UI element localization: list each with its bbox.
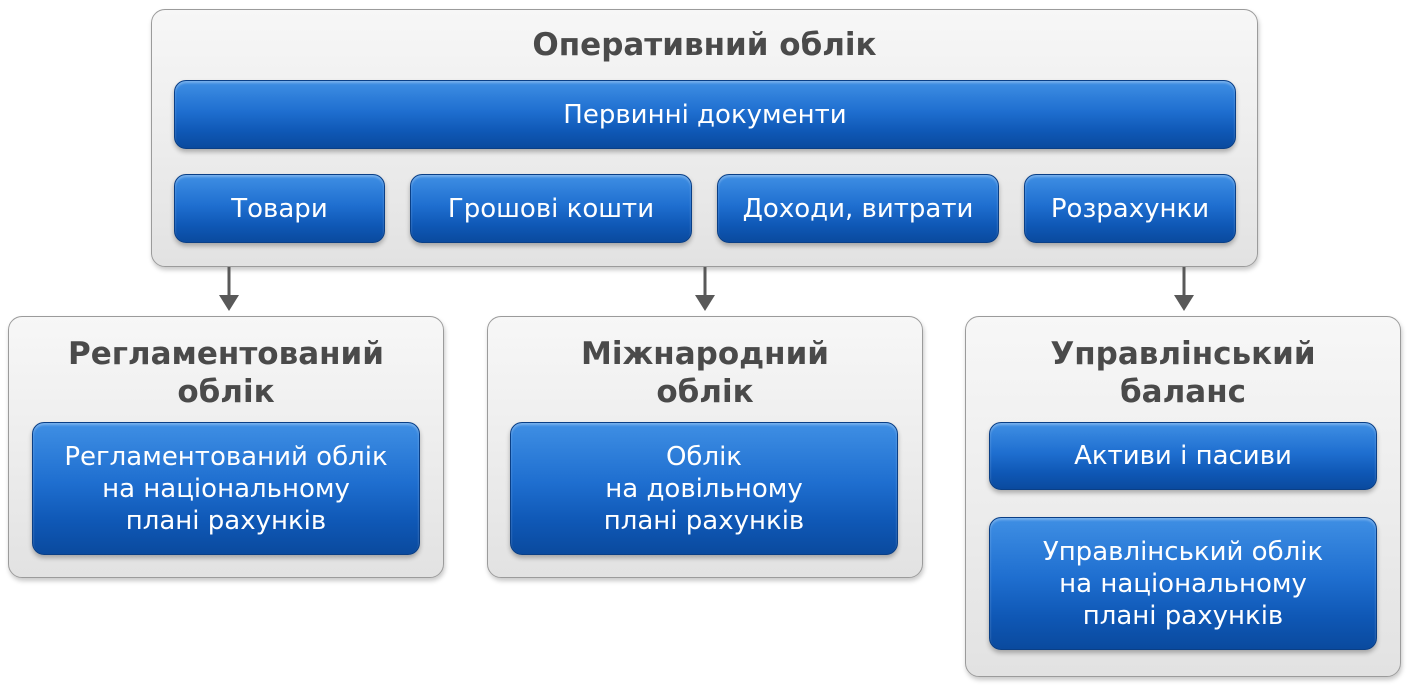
regulated-national-chart-box: Регламентований облік на національному п…: [32, 422, 420, 555]
arbitrary-chart-box: Облік на довільному плані рахунків: [510, 422, 898, 555]
arrow-down-icon: [695, 267, 715, 311]
assets-liabilities-box: Активи і пасиви: [989, 422, 1377, 490]
operational-accounting-title: Оперативний облік: [532, 27, 877, 63]
arrow-down-icon: [219, 267, 239, 311]
regulated-accounting-title: Регламентований облік: [67, 336, 384, 410]
settlements-box: Розрахунки: [1024, 174, 1236, 243]
management-national-chart-box: Управлінський облік на національному пла…: [989, 517, 1377, 650]
cash-box: Грошові кошти: [410, 174, 692, 243]
goods-box: Товари: [174, 174, 385, 243]
international-accounting-title: Міжнародний облік: [580, 336, 830, 410]
management-balance-title: Управлінський баланс: [1050, 336, 1316, 410]
income-expenses-box: Доходи, витрати: [717, 174, 999, 243]
primary-documents-box: Первинні документи: [174, 80, 1236, 149]
arrow-down-icon: [1174, 267, 1194, 311]
